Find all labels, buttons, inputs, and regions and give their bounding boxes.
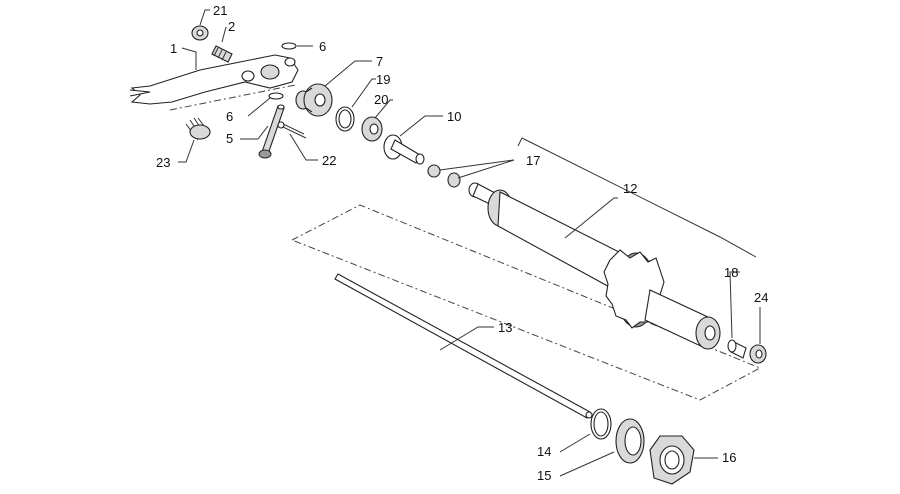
part-bush-18 (727, 339, 747, 359)
part-rod-13 (334, 273, 593, 419)
part-flanged-shaft-10 (383, 134, 425, 165)
callout-13: 13 (498, 320, 512, 335)
part-bushing-20 (361, 116, 383, 142)
part-bush-17b (447, 172, 461, 188)
part-nut-21 (191, 25, 209, 41)
assembly-axis-lines (169, 84, 762, 401)
callout-21: 21 (213, 3, 227, 18)
callout-12: 12 (623, 181, 637, 196)
part-pin-2 (211, 45, 233, 63)
part-gear-shaft-12 (468, 182, 721, 350)
callout-2: 2 (228, 19, 235, 34)
part-bush-17a (427, 164, 441, 178)
leader-lines (178, 9, 761, 477)
callout-23: 23 (156, 155, 170, 170)
part-circlip-14 (590, 408, 612, 440)
callout-14: 14 (537, 444, 551, 459)
callout-6-lower: 6 (226, 109, 233, 124)
callout-15: 15 (537, 468, 551, 483)
part-oring-19 (335, 106, 355, 132)
part-lever-arm (129, 54, 299, 105)
callout-18: 18 (724, 265, 738, 280)
callout-labels: 1 2 5 6 6 7 10 12 13 14 15 16 17 18 19 2… (156, 3, 768, 483)
part-washer-6-lower (268, 92, 284, 100)
callout-5: 5 (226, 131, 233, 146)
callout-22: 22 (322, 153, 336, 168)
part-seal-15 (615, 418, 645, 464)
callout-10: 10 (447, 109, 461, 124)
part-roller-7 (295, 83, 333, 117)
part-cotter-pin-22 (277, 121, 307, 139)
part-washer-6-upper (281, 42, 297, 50)
callout-24: 24 (754, 290, 768, 305)
callout-19: 19 (376, 72, 390, 87)
callout-20: 20 (374, 92, 388, 107)
part-hex-nut-16 (649, 435, 695, 485)
callout-16: 16 (722, 450, 736, 465)
callout-6-upper: 6 (319, 39, 326, 54)
callout-1: 1 (170, 41, 177, 56)
callout-7: 7 (376, 54, 383, 69)
callout-17: 17 (526, 153, 540, 168)
part-spring-23 (185, 117, 211, 141)
part-cap-24 (749, 344, 767, 364)
part-pin-5 (258, 104, 285, 159)
